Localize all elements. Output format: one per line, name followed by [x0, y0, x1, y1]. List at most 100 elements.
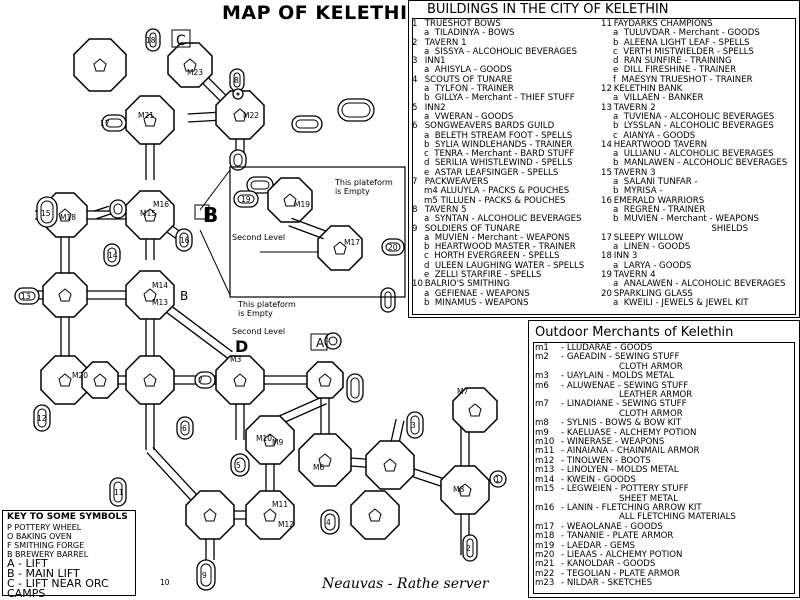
building-name: KELETHIN BANK [611, 84, 683, 95]
building-pod-inner [107, 247, 117, 263]
building-occupant: m5 TILLUEN - PACKS & POUCHES [424, 195, 566, 206]
building-entry: 8 TAVERN 5 [412, 205, 584, 215]
merchant-text: - TANANIE - PLATE ARMOR [561, 531, 674, 542]
building-entry: 19 TAVERN 4 [601, 270, 787, 280]
building-pod-inner [350, 377, 360, 399]
buildings-inner-frame [412, 18, 796, 315]
map-label-m17: M17 [344, 238, 360, 247]
tree-trunk-icon [203, 508, 217, 522]
platform-octagon [452, 387, 498, 433]
inset-second-level-frame [229, 166, 406, 298]
tree-trunk-icon [143, 113, 157, 127]
tree-trunk-icon [333, 241, 347, 255]
merchant-text: - AINAIANA - CHAINMAIL ARMOR [561, 446, 700, 457]
building-pod-inner [385, 242, 401, 252]
building-number: 13 [601, 102, 612, 113]
merchant-row: m7- LINADIANE - SEWING STUFF [535, 399, 736, 410]
building-name: TAVERN 3 [611, 167, 656, 178]
lift-c-label: C [176, 33, 186, 49]
map-label-m21: M21 [138, 111, 154, 120]
building-pod-inner [198, 375, 212, 385]
key-symbol-row: B BREWERY BARREL [7, 550, 89, 559]
building-entry: 2 TAVERN 1 [412, 38, 584, 48]
merchant-text: - KANOLDAR - GOODS [561, 559, 656, 570]
platform-octagon [245, 490, 295, 540]
building-number: 1 [412, 19, 418, 29]
bridge-edge [281, 403, 327, 425]
building-occupant: a BELETH STREAM FOOT - SPELLS [424, 130, 573, 141]
map-label-m6: M6 [313, 463, 324, 472]
key-lift-row: B - MAIN LIFT [7, 567, 80, 580]
tree-trunk-icon [318, 453, 332, 467]
merchant-row: m13- LINOLYEN - MOLDS METAL [535, 465, 736, 476]
merchant-row: m17- WEAOLANAE - GOODS [535, 522, 736, 532]
lift-d-label: D [235, 337, 248, 356]
platform-octagon [215, 355, 265, 405]
merchant-text: - LINOLYEN - MOLDS METAL [561, 465, 679, 476]
building-occupant: a SYNTAN - ALCOHOLIC BEVERAGES [424, 214, 582, 225]
building-entry: 16 EMERALD WARRIORS [601, 196, 787, 206]
building-round-inner [493, 474, 503, 484]
platform-octagon [245, 415, 295, 465]
label-box [310, 333, 328, 351]
building-pod-inner [233, 72, 241, 88]
building-entry: 7 PACKWEAVERS [412, 177, 584, 187]
second-level-label: Second Level [232, 327, 285, 336]
map-label-m15: M15 [140, 209, 156, 218]
building-name: SLEEPY WILLOW [611, 232, 684, 243]
building-occupant: a GEFIENAE - WEAPONS [424, 288, 530, 299]
map-label-n3: 3 [411, 421, 416, 430]
platform-octagon [125, 270, 175, 320]
merchant-text: - KWEIN - GOODS [561, 474, 636, 485]
merchant-row: m19- LAEDAR - GEMS [535, 540, 736, 551]
building-entry: 11 FAYDARKS CHAMPIONS [601, 19, 787, 29]
building-number: 6 [412, 121, 418, 132]
map-label-m23: M23 [187, 68, 203, 77]
building-occupant: a LARYA - GOODS [613, 260, 692, 271]
building-pod-inner [466, 538, 474, 558]
map-label-n19: 19 [241, 195, 251, 204]
key-lift-row: A - LIFT [7, 557, 48, 570]
merchant-text: - NILDAR - SKETCHES [561, 578, 653, 589]
building-occupant: b HEARTWOOD MASTER - TRAINER [424, 242, 576, 253]
merchant-text: - LINADIANE - SEWING STUFF [561, 399, 687, 410]
map-label-m14: M14 [152, 281, 168, 290]
map-label-n11: 11 [114, 488, 124, 497]
main-lift-b-label: B [203, 203, 218, 227]
building-entry: 13 TAVERN 2 [601, 102, 787, 113]
building-round-inner [236, 92, 240, 96]
bridge-edge [278, 395, 324, 417]
building-pod-inner [324, 513, 336, 531]
merchants-panel: Outdoor Merchants of Kelethin m1- LLUDAR… [528, 320, 800, 598]
tree-trunk-icon [58, 288, 72, 302]
merchant-code: m6 [535, 380, 549, 391]
building-pod [176, 416, 194, 440]
building-entry: 4 SCOUTS OF TUNARE [412, 74, 584, 85]
tree-trunk-icon [143, 208, 157, 222]
building-occupant: a AHISYLA - GOODS [424, 65, 512, 76]
merchant-text: - LAEDAR - GEMS [561, 540, 635, 551]
merchant-text: - KAELUASE - ALCHEMY POTION [561, 427, 697, 438]
building-pod [175, 228, 193, 252]
building-pod-inner [149, 32, 157, 48]
building-occupant: b ALEENA LIGHT LEAF - SPELLS [613, 37, 750, 48]
platform-octagon [185, 490, 235, 540]
building-pod [145, 28, 161, 52]
map-label-m13: M13 [152, 298, 168, 307]
building-name: INN 3 [611, 251, 638, 262]
key-symbol-row: O BAKING OVEN [7, 532, 72, 541]
building-occupant: a ULLIANU - ALCOHOLIC BEVERAGES [613, 149, 774, 160]
merchant-code: m11 [535, 446, 555, 457]
building-number: 3 [412, 56, 418, 67]
building-occupant: c AIANYA - GOODS [613, 130, 696, 141]
map-label-n4: 4 [326, 518, 331, 527]
building-name: SCOUTS OF TUNARE [422, 74, 513, 85]
building-pod-inner [233, 153, 243, 167]
merchant-text-continued: SHEET METAL [619, 493, 678, 504]
merchant-code: m18 [535, 531, 555, 542]
second-level-label: Second Level [232, 233, 285, 242]
platform-octagon [298, 433, 352, 487]
building-occupant: d RAN SUNFIRE - TRAINING [613, 56, 732, 67]
